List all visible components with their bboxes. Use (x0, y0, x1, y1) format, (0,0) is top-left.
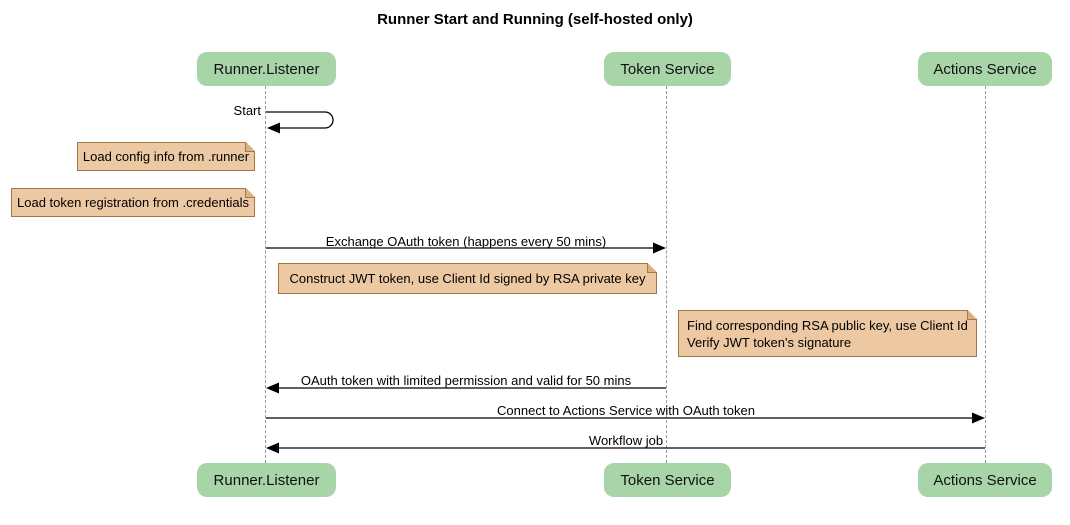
message-label-connect-actions: Connect to Actions Service with OAuth to… (497, 403, 755, 418)
note-text: Load token registration from .credential… (17, 195, 249, 210)
note-text-line1: Find corresponding RSA public key, use C… (687, 318, 968, 333)
note-text-line2: Verify JWT token's signature (687, 335, 852, 350)
message-label-workflow-job: Workflow job (588, 433, 664, 448)
note-fold-icon (245, 188, 255, 198)
note-text: Construct JWT token, use Client Id signe… (289, 271, 646, 286)
participant-label: Token Service (620, 471, 715, 489)
participant-label: Runner.Listener (213, 60, 320, 78)
participant-label: Runner.Listener (213, 471, 320, 489)
note-text: Load config info from .runner (82, 149, 250, 164)
note-fold-icon (967, 310, 977, 320)
message-label-oauth-return: OAuth token with limited permission and … (300, 373, 632, 388)
lifeline-actions-service (985, 86, 986, 463)
participant-actions-service-bottom: Actions Service (918, 463, 1052, 497)
arrowhead-left-icon (267, 122, 280, 134)
diagram-title: Runner Start and Running (self-hosted on… (377, 11, 693, 28)
note-construct-jwt: Construct JWT token, use Client Id signe… (278, 263, 657, 294)
note-fold-icon (647, 263, 657, 273)
message-label-exchange-oauth: Exchange OAuth token (happens every 50 m… (325, 234, 607, 249)
participant-actions-service-top: Actions Service (918, 52, 1052, 86)
participant-label: Actions Service (933, 471, 1037, 489)
participant-token-service-top: Token Service (604, 52, 731, 86)
lifeline-runner-listener (265, 86, 266, 463)
participant-label: Token Service (620, 60, 715, 78)
participant-runner-listener-top: Runner.Listener (197, 52, 336, 86)
participant-runner-listener-bottom: Runner.Listener (197, 463, 336, 497)
participant-token-service-bottom: Token Service (604, 463, 731, 497)
note-verify-jwt: Find corresponding RSA public key, use C… (678, 310, 977, 357)
note-load-token-registration: Load token registration from .credential… (11, 188, 255, 217)
note-fold-icon (245, 142, 255, 152)
participant-label: Actions Service (933, 60, 1037, 78)
lifeline-token-service (666, 86, 667, 463)
message-label-start: Start (233, 103, 261, 118)
self-arrow-start (266, 111, 334, 129)
note-load-config: Load config info from .runner (77, 142, 255, 171)
